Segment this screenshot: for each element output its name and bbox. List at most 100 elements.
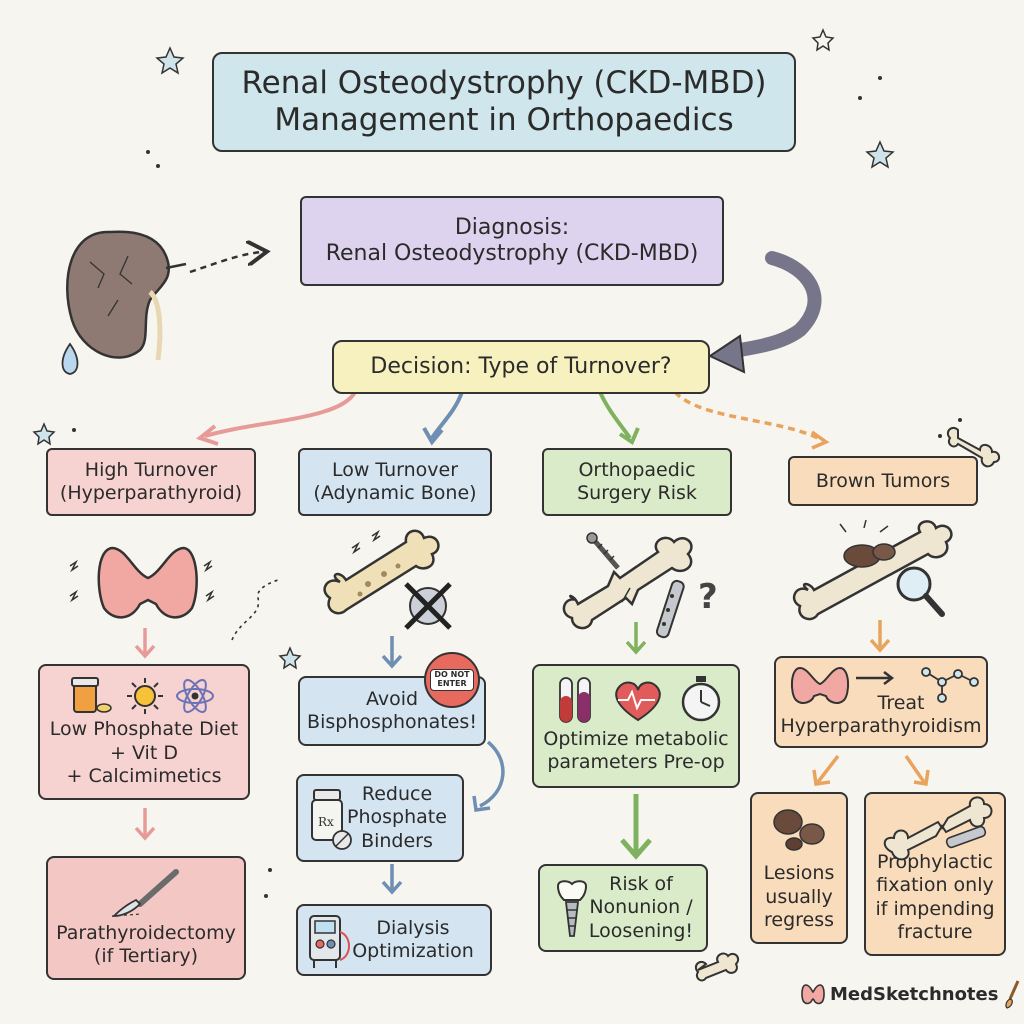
paintbrush-icon <box>1005 980 1020 1009</box>
parathyroidectomy-line-2: (if Tertiary) <box>93 944 199 967</box>
optimize-metabolic-box: Optimize metabolic parameters Pre-op <box>532 664 740 788</box>
treat-line-2: Hyperparathyroidism <box>780 714 982 737</box>
fractured-bone-icon <box>562 536 693 630</box>
prophylactic-fixation-box: Prophylactic fixation only if impending … <box>864 792 1006 956</box>
risk-line-3: Loosening! <box>588 919 694 942</box>
high-turnover-banner: High Turnover (Hyperparathyroid) <box>46 448 256 516</box>
arrow-to-ortho-risk <box>598 391 632 440</box>
dialysis-line-2: Optimization <box>352 940 474 962</box>
dental-implant-icon <box>552 880 592 940</box>
diet-line-2: + Vit D <box>110 741 178 764</box>
optimize-line-2: parameters Pre-op <box>547 750 725 773</box>
risk-line-1: Risk of <box>609 873 673 896</box>
avoid-line-2: Bisphosphonates! <box>307 711 477 733</box>
arrow-to-brown-tumors <box>673 390 823 442</box>
risk-line-2: Nonunion / <box>589 896 693 919</box>
bone-icon <box>694 426 1000 982</box>
pill-bottle-icon: Rx <box>308 788 352 852</box>
nonunion-risk-box: Risk of Nonunion / Loosening! <box>538 864 708 952</box>
brand-logo: MedSketchnotes <box>800 976 1022 1012</box>
stopwatch-icon <box>681 676 721 722</box>
kidney-icon <box>61 230 187 375</box>
molecule-icon <box>921 667 979 703</box>
ortho-risk-banner: Orthopaedic Surgery Risk <box>542 448 732 516</box>
pill-bottle-icon <box>71 677 112 713</box>
lesions-line-3: regress <box>763 908 835 931</box>
dialysis-machine-icon <box>306 912 354 972</box>
parathyroidectomy-box: Parathyroidectomy (if Tertiary) <box>46 856 246 980</box>
thyroid-icon <box>801 984 825 1005</box>
dialysis-optimization-box: Dialysis Optimization <box>296 904 492 976</box>
star-icon <box>32 28 895 670</box>
decision-text: Decision: Type of Turnover? <box>370 353 672 379</box>
bone-icon <box>323 529 440 615</box>
low-turnover-title: Low Turnover <box>331 459 459 482</box>
lesions-line-2: usually <box>765 885 833 908</box>
question-mark-icon: ? <box>698 577 718 617</box>
avoid-line-1: Avoid <box>365 687 419 710</box>
lesion-icon <box>768 804 834 854</box>
diagnosis-to-decision-arrow <box>721 251 822 359</box>
test-tube-icon <box>559 677 591 723</box>
fixation-line-4: fracture <box>897 920 973 943</box>
lesions-regress-box: Lesions usually regress <box>750 792 848 944</box>
fixation-line-3: if impending <box>875 897 995 920</box>
low-turnover-subtitle: (Adynamic Bone) <box>313 482 477 504</box>
stop-sign-line-1: DO NOT <box>434 670 470 680</box>
brown-tumors-banner: Brown Tumors <box>788 456 978 506</box>
diagnosis-banner: Diagnosis: Renal Osteodystrophy (CKD-MBD… <box>300 196 724 286</box>
ortho-risk-title: Orthopaedic <box>578 459 696 482</box>
heart-icon <box>615 681 661 722</box>
flow-arrows <box>134 620 930 895</box>
screw-icon <box>586 532 620 570</box>
diet-line-3: + Calcimimetics <box>66 764 222 787</box>
diagnosis-text: Renal Osteodystrophy (CKD-MBD) <box>325 241 699 266</box>
decision-box: Decision: Type of Turnover? <box>332 340 710 394</box>
stop-sign-icon: DO NOT ENTER <box>424 652 480 708</box>
treat-line-1: Treat <box>877 691 925 714</box>
rx-label: Rx <box>318 815 334 829</box>
treat-icons <box>786 662 982 706</box>
stop-sign-line-2: ENTER <box>437 679 467 688</box>
low-turnover-banner: Low Turnover (Adynamic Bone) <box>298 448 492 516</box>
fractured-bone-icon <box>882 796 993 862</box>
decorative-arrow <box>231 579 279 641</box>
title-banner: Renal Osteodystrophy (CKD-MBD) Managemen… <box>212 52 796 152</box>
high-turnover-subtitle: (Hyperparathyroid) <box>59 482 243 504</box>
title-line-2: Management in Orthopaedics <box>274 102 734 138</box>
diet-icons <box>70 676 220 716</box>
kidney-to-diagnosis-arrow <box>189 252 262 274</box>
diet-line-1: Low Phosphate Diet <box>49 718 239 741</box>
reduce-line-1: Reduce <box>361 783 433 806</box>
optimize-line-1: Optimize metabolic <box>543 727 729 750</box>
parathyroidectomy-line-1: Parathyroidectomy <box>56 921 236 944</box>
bone-icon <box>792 519 953 621</box>
thyroid-icon <box>790 666 850 704</box>
scalpel-icon <box>110 868 180 918</box>
high-turnover-title: High Turnover <box>84 459 218 482</box>
fixation-line-2: fixation only <box>876 874 994 897</box>
brand-name: MedSketchnotes <box>830 983 999 1005</box>
diagnosis-label: Diagnosis: <box>454 214 570 240</box>
title-line-1: Renal Osteodystrophy (CKD-MBD) <box>241 64 767 101</box>
plate-icon <box>655 579 685 639</box>
decorative-dots <box>72 76 962 898</box>
reduce-line-3: Binders <box>361 829 433 852</box>
phosphate-binders-box: Rx Reduce Phosphate Binders <box>296 774 464 862</box>
thyroid-icon <box>69 546 215 619</box>
arrow-to-high-turnover <box>204 390 357 438</box>
sun-icon <box>127 678 163 714</box>
atom-icon <box>176 679 214 713</box>
brown-tumors-title: Brown Tumors <box>815 469 951 492</box>
ortho-risk-subtitle: Surgery Risk <box>577 482 697 504</box>
metabolic-icons <box>556 674 726 726</box>
cross-icon <box>404 582 452 630</box>
treat-hyperparathyroidism-box: Treat Hyperparathyroidism <box>774 656 988 748</box>
phosphate-diet-box: Low Phosphate Diet + Vit D + Calcimimeti… <box>38 664 250 800</box>
arrow-to-low-turnover <box>430 391 464 440</box>
dialysis-line-1: Dialysis <box>376 916 450 939</box>
reduce-line-2: Phosphate <box>347 806 447 829</box>
lesions-line-1: Lesions <box>763 862 835 885</box>
magnifier-icon <box>896 566 945 617</box>
